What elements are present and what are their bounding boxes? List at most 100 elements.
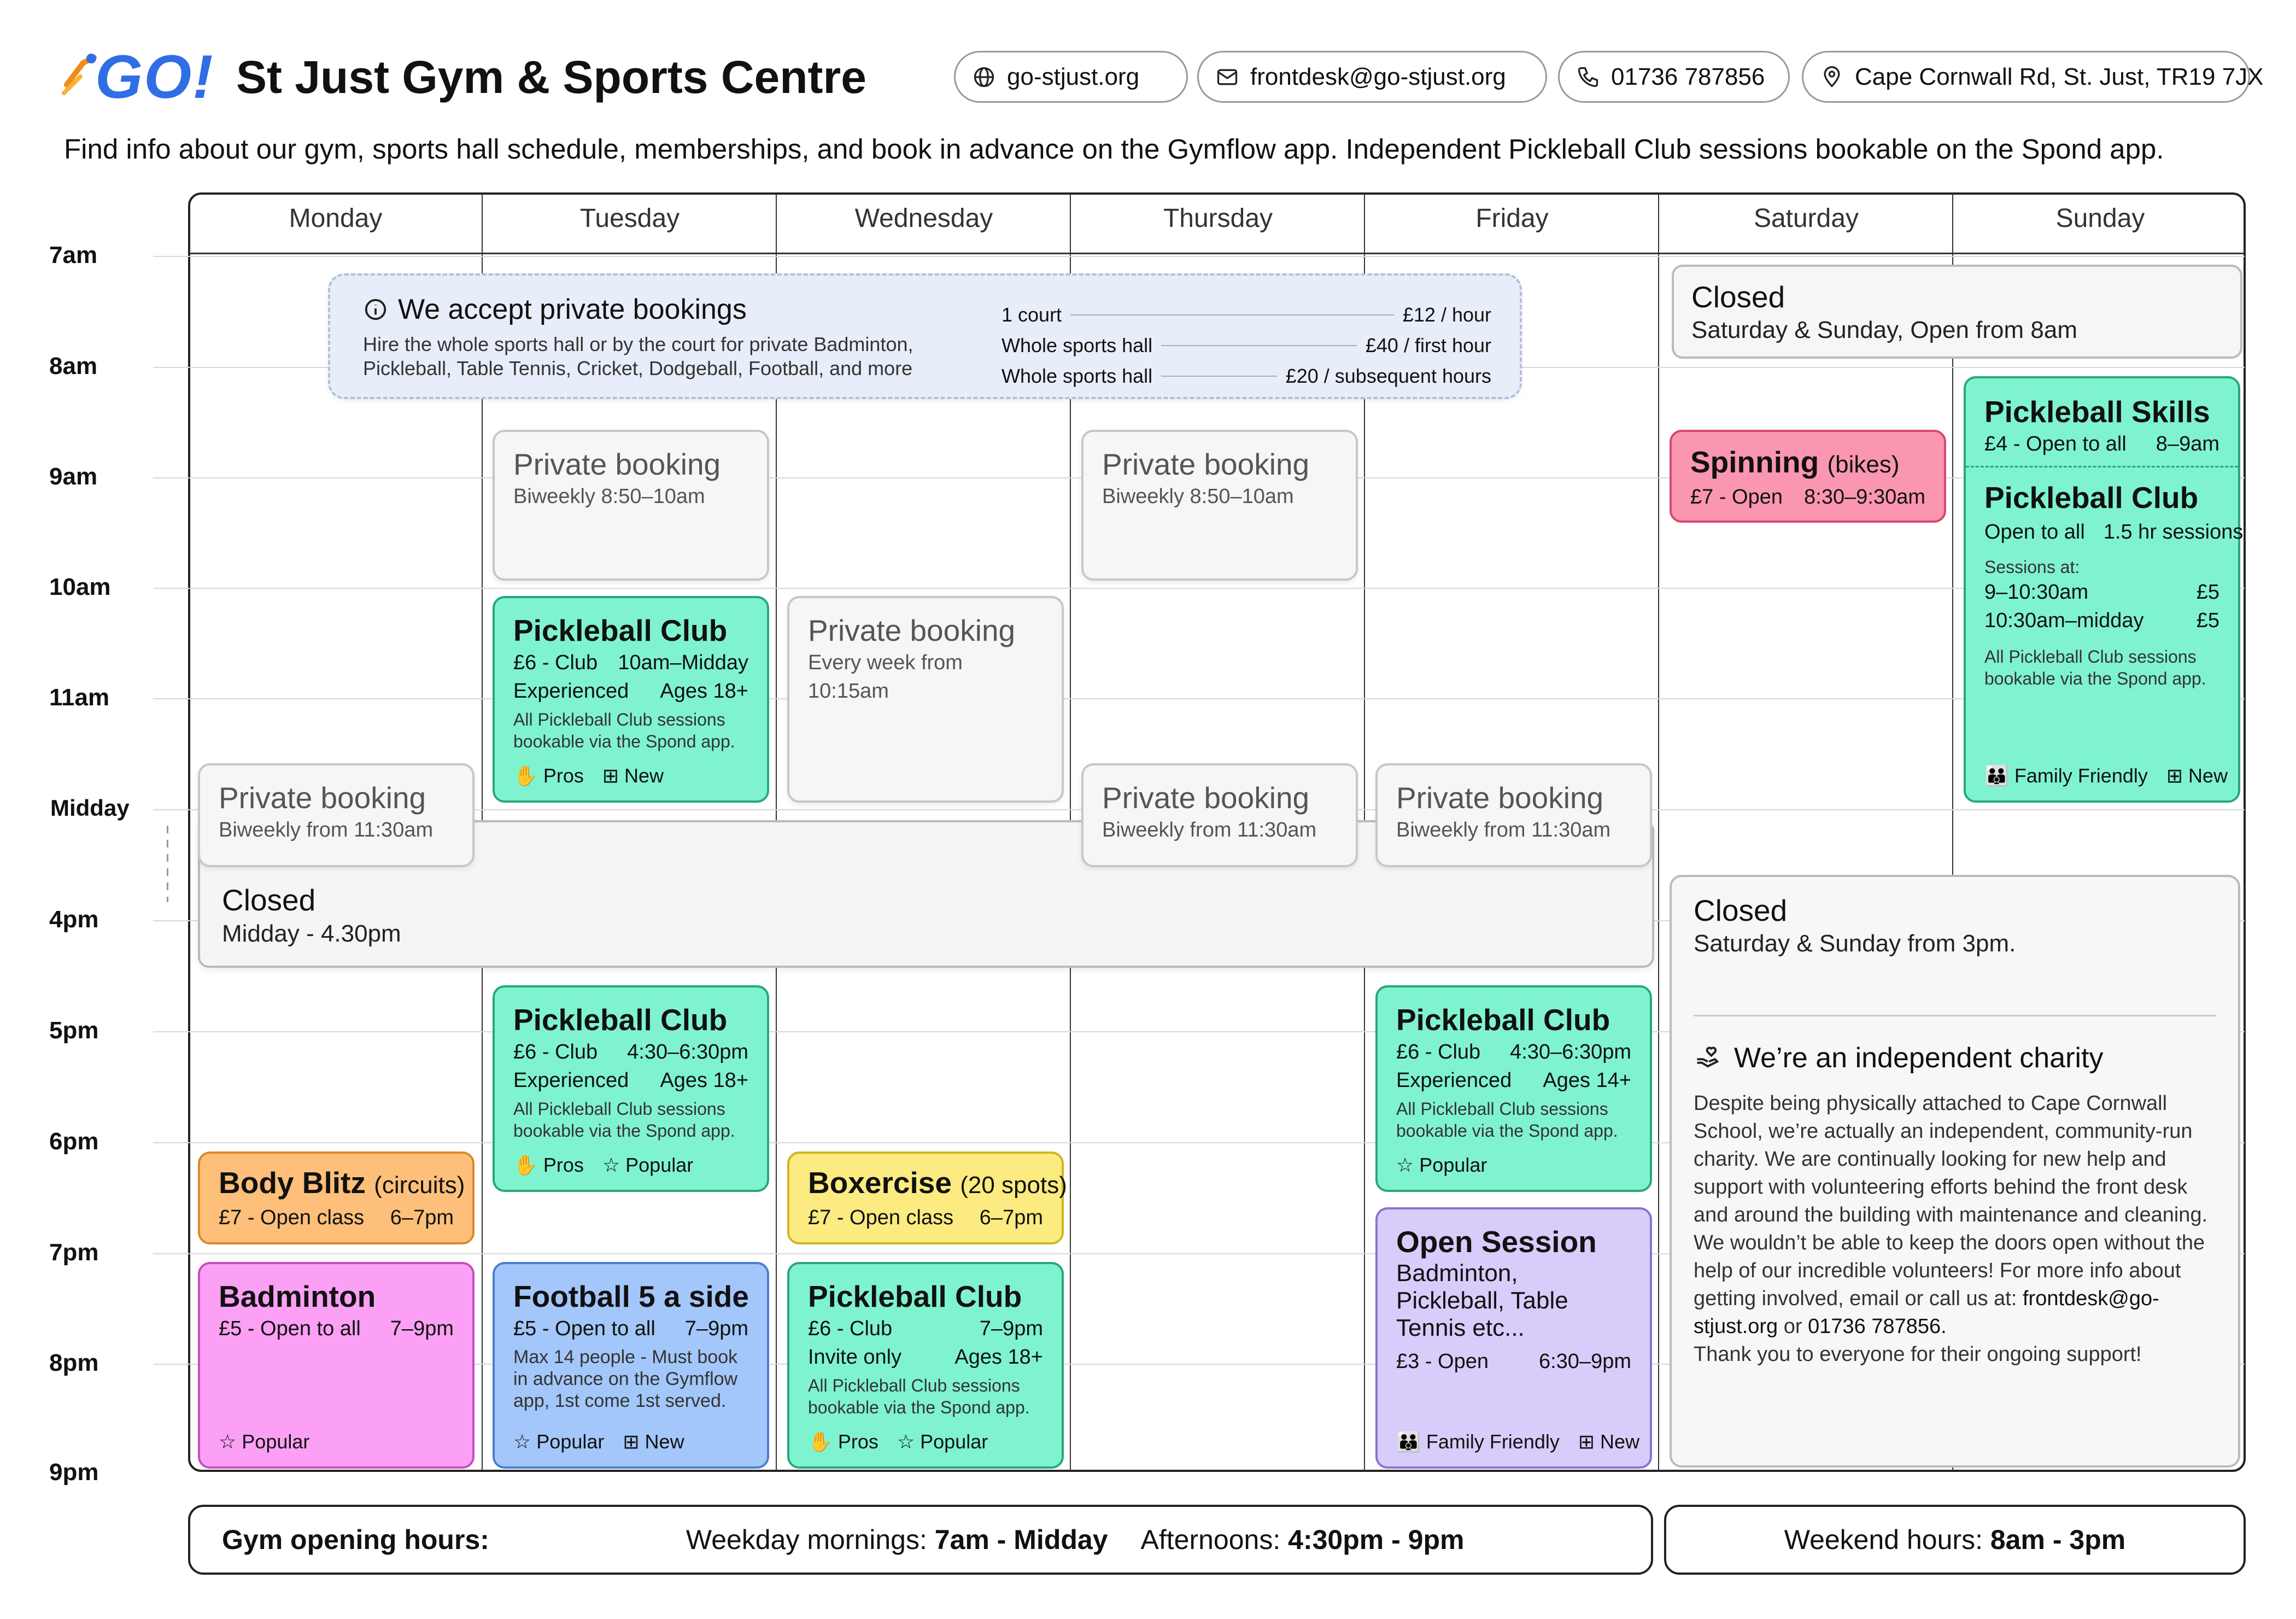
address-pill[interactable]: Cape Cornwall Rd, St. Just, TR19 7JX bbox=[1802, 51, 2264, 103]
phone-pill[interactable]: 01736 787856 bbox=[1558, 51, 1790, 103]
charity-phone[interactable]: 01736 787856. bbox=[1808, 1315, 1947, 1338]
website-pill[interactable]: go-stjust.org bbox=[954, 51, 1188, 103]
session-title: Pickleball Club bbox=[513, 1003, 728, 1037]
time-label: 5pm bbox=[49, 1017, 99, 1044]
time-label: 8pm bbox=[49, 1349, 99, 1376]
time-label: 9am bbox=[49, 463, 98, 490]
session-time: 10am–Midday bbox=[618, 651, 748, 674]
session-subtitle: Biweekly from 11:30am bbox=[219, 819, 434, 841]
email-pill[interactable]: frontdesk@go-stjust.org bbox=[1197, 51, 1547, 103]
closed-weekend-morning: Closed Saturday & Sunday, Open from 8am bbox=[1672, 265, 2242, 359]
session-price: £7 - Open bbox=[1690, 486, 1783, 509]
phone-link[interactable]: 01736 787856 bbox=[1611, 63, 1765, 90]
session-card-pickleball[interactable]: Pickleball Club £6 - Club 10am–Midday Exp… bbox=[493, 596, 769, 803]
hand-icon: ✋ bbox=[513, 1154, 538, 1176]
session-duration: 1.5 hr sessions bbox=[2103, 521, 2244, 543]
session-price: £6 - Club bbox=[513, 1041, 598, 1063]
session-title: Private booking bbox=[808, 613, 1016, 647]
charity-info-block: Closed Saturday & Sunday from 3pm. We’re… bbox=[1670, 875, 2240, 1468]
tag-family-friendly: 👪Family Friendly bbox=[1984, 764, 2148, 787]
charity-heading: We’re an independent charity bbox=[1734, 1042, 2104, 1074]
session-level: Experienced bbox=[513, 680, 629, 703]
slot-time: 10:30am–midday bbox=[1984, 609, 2144, 632]
session-price: £7 - Open class bbox=[808, 1206, 954, 1229]
star-icon: ☆ bbox=[219, 1430, 237, 1453]
session-note: All Pickleball Club sessions bookable vi… bbox=[1396, 1099, 1618, 1141]
closed-title: Closed bbox=[222, 883, 316, 917]
tag-pros: ✋Pros bbox=[513, 1154, 584, 1176]
private-bookings-info: We accept private bookings Hire the whol… bbox=[328, 273, 1522, 399]
session-title: Open Session bbox=[1396, 1225, 1597, 1259]
private-booking-card[interactable]: Private booking Biweekly from 11:30am bbox=[198, 763, 475, 867]
session-title: Pickleball Club bbox=[1396, 1003, 1610, 1037]
weekend-hours-bar: Weekend hours: 8am - 3pm bbox=[1664, 1505, 2246, 1575]
page-title: St Just Gym & Sports Centre bbox=[236, 51, 866, 103]
address-link[interactable]: Cape Cornwall Rd, St. Just, TR19 7JX bbox=[1855, 63, 2264, 90]
session-time: 8:30–9:30am bbox=[1804, 486, 1925, 509]
day-thursday: Thursday bbox=[1163, 204, 1273, 233]
session-title: Pickleball Club bbox=[513, 613, 728, 647]
session-subtitle: Biweekly 8:50–10am bbox=[513, 485, 705, 508]
private-booking-card[interactable]: Private booking Biweekly 8:50–10am bbox=[1081, 430, 1358, 581]
afternoon-hours: Afternoons: 4:30pm - 9pm bbox=[1140, 1524, 1465, 1555]
session-title: Badminton bbox=[219, 1279, 376, 1313]
session-level: Experienced bbox=[513, 1069, 629, 1092]
session-ages: Ages 18+ bbox=[660, 1069, 748, 1092]
tag-pros: ✋Pros bbox=[808, 1430, 878, 1453]
private-bookings-description: Hire the whole sports hall or by the cou… bbox=[363, 333, 913, 379]
session-time: 4:30–6:30pm bbox=[1510, 1041, 1631, 1063]
session-title: Spinning bbox=[1690, 445, 1819, 479]
charity-body: Despite being physically attached to Cap… bbox=[1694, 1092, 2208, 1366]
session-price: £6 - Club bbox=[513, 651, 598, 674]
session-note: Max 14 people - Must book in advance on … bbox=[513, 1347, 738, 1411]
family-icon: 👪 bbox=[1984, 764, 2009, 787]
private-booking-card[interactable]: Private booking Biweekly from 11:30am bbox=[1081, 763, 1358, 867]
session-subtitle: Biweekly from 11:30am bbox=[1102, 819, 1317, 841]
session-level: Experienced bbox=[1396, 1069, 1512, 1092]
website-link[interactable]: go-stjust.org bbox=[1007, 63, 1140, 90]
email-link[interactable]: frontdesk@go-stjust.org bbox=[1250, 63, 1506, 90]
session-price: £5 - Open to all bbox=[513, 1317, 655, 1340]
session-title: Private booking bbox=[1396, 781, 1604, 815]
charity-email[interactable]: frontdesk@go-stjust.org bbox=[1694, 1287, 2159, 1338]
private-booking-card[interactable]: Private booking Every week from 10:15am bbox=[787, 596, 1064, 803]
intro-text: Find info about our gym, sports hall sch… bbox=[64, 133, 2164, 165]
session-subtitle: Every week from 10:15am bbox=[808, 651, 963, 703]
session-time: 7–9pm bbox=[979, 1317, 1043, 1340]
session-note: All Pickleball Club sessions bookable vi… bbox=[513, 710, 735, 751]
closed-subtitle: Midday - 4.30pm bbox=[222, 920, 401, 947]
session-title: Boxercise bbox=[808, 1166, 952, 1200]
time-label: 8am bbox=[49, 353, 98, 379]
time-label: 11am bbox=[49, 684, 110, 711]
price-row: 1 court£12 / hour bbox=[1001, 300, 1491, 330]
weekday-hours: Weekday mornings: 7am - Midday bbox=[686, 1524, 1108, 1555]
tag-popular: ☆Popular bbox=[219, 1430, 310, 1453]
session-subtitle: Badminton, Pickleball, Table Tennis etc.… bbox=[1396, 1260, 1568, 1341]
session-price: £6 - Club bbox=[1396, 1041, 1481, 1063]
session-price: £5 - Open to all bbox=[219, 1317, 361, 1340]
day-tuesday: Tuesday bbox=[579, 204, 680, 233]
price-list: 1 court£12 / hour Whole sports hall£40 /… bbox=[1001, 300, 1491, 391]
session-card-open-session[interactable]: Open Session Badminton, Pickleball, Tabl… bbox=[1375, 1207, 1652, 1469]
session-price: £3 - Open bbox=[1396, 1350, 1489, 1373]
session-subtitle: Biweekly from 11:30am bbox=[1396, 819, 1611, 841]
price-value: £12 / hour bbox=[1402, 303, 1491, 326]
session-card-pickleball[interactable]: Pickleball Club £6 - Club 4:30–6:30pm Exp… bbox=[1375, 985, 1652, 1192]
session-note: All Pickleball Club sessions bookable vi… bbox=[808, 1376, 1030, 1417]
price-value: £20 / subsequent hours bbox=[1285, 365, 1491, 387]
session-level: Invite only bbox=[808, 1346, 902, 1369]
private-booking-card[interactable]: Private booking Biweekly 8:50–10am bbox=[493, 430, 769, 581]
globe-icon bbox=[974, 67, 994, 87]
private-booking-card[interactable]: Private booking Biweekly from 11:30am bbox=[1375, 763, 1652, 867]
star-icon: ☆ bbox=[897, 1430, 915, 1453]
runner-logo-icon bbox=[62, 54, 97, 95]
time-label: 4pm bbox=[49, 906, 99, 933]
